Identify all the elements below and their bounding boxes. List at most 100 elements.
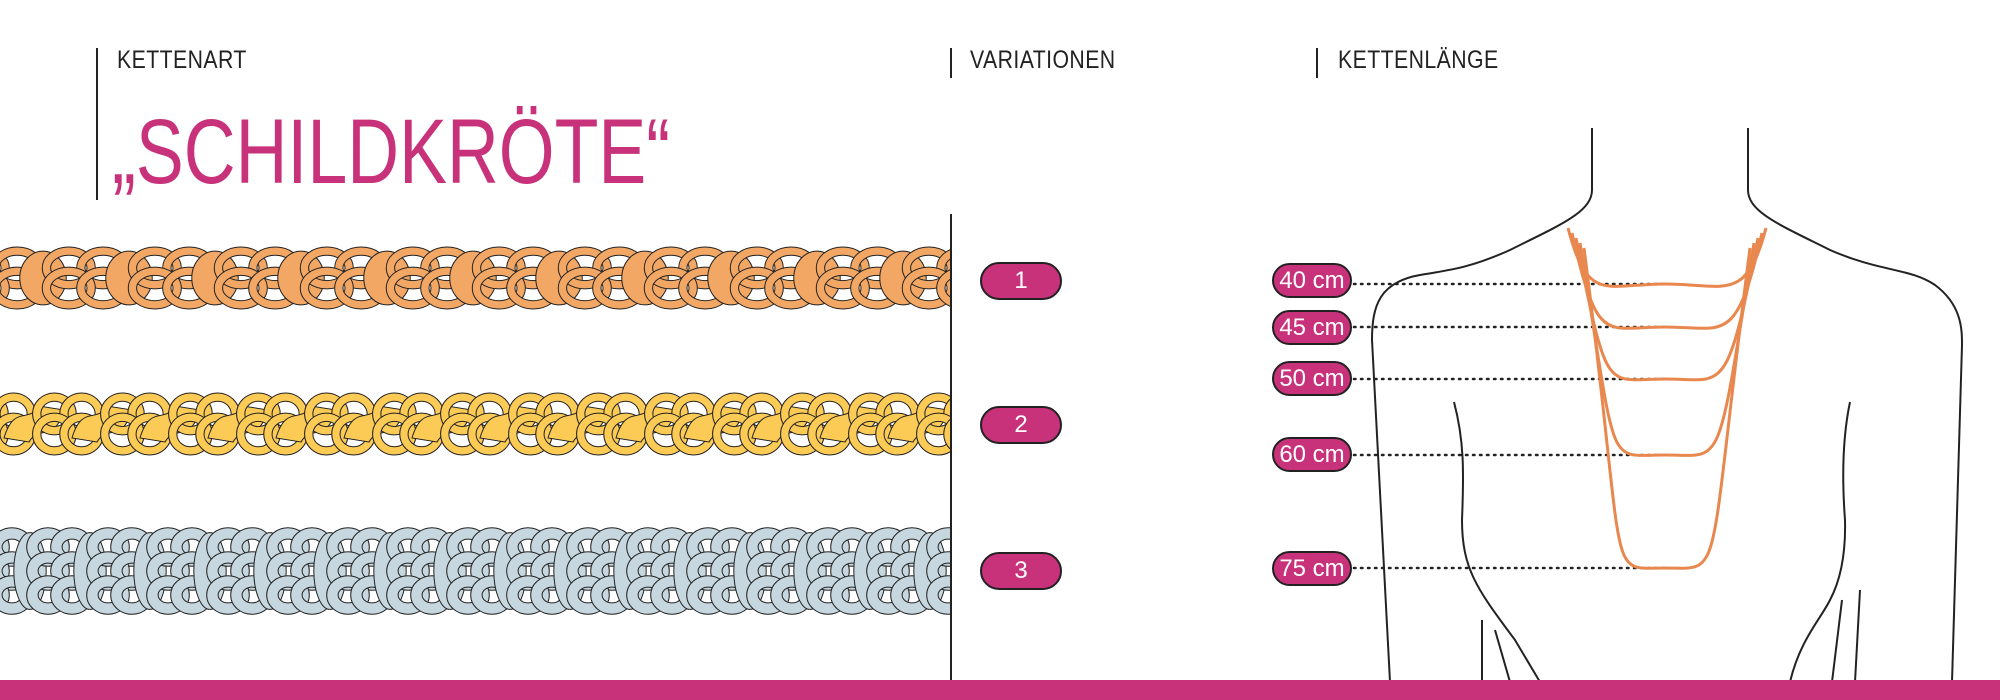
chain-link xyxy=(577,393,620,435)
chain-link xyxy=(627,576,669,614)
chain-link xyxy=(917,413,950,455)
chain-bead xyxy=(105,250,153,306)
chain-link xyxy=(128,247,181,289)
chain-bead xyxy=(879,250,927,306)
chain-link xyxy=(237,393,280,435)
chain-link xyxy=(0,579,9,611)
chain-link xyxy=(558,267,611,309)
chain-link xyxy=(713,413,756,455)
chain-link xyxy=(0,531,9,563)
chain-link xyxy=(472,267,525,309)
chain-link xyxy=(237,413,280,455)
chain-link xyxy=(305,413,348,455)
chain-link xyxy=(730,267,783,309)
body-outline-1 xyxy=(1747,128,1964,683)
chain-link xyxy=(327,576,369,614)
chain-link xyxy=(781,413,824,455)
chain-link xyxy=(169,413,212,455)
chain-link xyxy=(42,247,95,289)
chain-link xyxy=(849,393,892,435)
variation-badge-2[interactable]: 2 xyxy=(980,406,1062,444)
chain-link xyxy=(169,393,212,435)
variationen-divider xyxy=(950,48,952,78)
chain-link xyxy=(300,267,353,309)
chain-link xyxy=(387,576,429,614)
chain-link xyxy=(447,576,489,614)
chain-link xyxy=(917,393,950,435)
length-badge-40[interactable]: 40 cm xyxy=(1272,263,1352,298)
chain-link xyxy=(101,413,144,455)
body-outline-2 xyxy=(1453,401,1541,683)
body-outline-4 xyxy=(1494,629,1511,683)
body-outline-6 xyxy=(1854,589,1861,683)
chain-link xyxy=(214,247,267,289)
chain-bead xyxy=(621,250,669,306)
chain-link xyxy=(781,393,824,435)
body-outline-0 xyxy=(1370,128,1593,683)
chain-link xyxy=(687,576,729,614)
chain-link xyxy=(507,576,549,614)
chain-link xyxy=(816,247,869,289)
chain-variation-3 xyxy=(0,527,950,615)
body-outline-7 xyxy=(1831,599,1843,683)
chain-link xyxy=(0,398,8,430)
chain-link xyxy=(0,418,8,450)
necklace-length-2 xyxy=(1574,237,1760,382)
chain-bead xyxy=(449,250,497,306)
chain-link xyxy=(305,393,348,435)
bottom-accent-bar xyxy=(0,680,2000,700)
chain-link xyxy=(267,576,309,614)
chain-bead xyxy=(707,250,755,306)
variation-badge-3[interactable]: 3 xyxy=(980,552,1062,590)
chain-link xyxy=(0,252,9,284)
chain-link xyxy=(0,555,9,587)
chain-section-divider xyxy=(950,214,952,680)
chain-link xyxy=(944,399,950,428)
chain-type-title: „SCHILDKRÖTE“ xyxy=(112,101,671,203)
chain-link xyxy=(33,413,76,455)
chain-link xyxy=(27,576,69,614)
length-badge-45[interactable]: 45 cm xyxy=(1272,310,1352,345)
chain-link xyxy=(867,576,909,614)
chain-link xyxy=(816,267,869,309)
kettenlaenge-divider xyxy=(1316,48,1318,78)
chain-bead xyxy=(277,250,325,306)
chain-bead xyxy=(191,250,239,306)
chain-link xyxy=(902,267,950,309)
chain-link xyxy=(441,413,484,455)
chain-link xyxy=(944,420,950,449)
length-badge-50[interactable]: 50 cm xyxy=(1272,361,1352,396)
chain-link xyxy=(33,393,76,435)
chain-link xyxy=(937,270,950,306)
length-badge-75[interactable]: 75 cm xyxy=(1272,551,1352,586)
kettenart-divider xyxy=(96,48,98,200)
chain-link xyxy=(644,267,697,309)
chain-link xyxy=(386,267,439,309)
chain-link xyxy=(645,393,688,435)
chain-link xyxy=(577,413,620,455)
chain-link xyxy=(937,250,950,286)
chain-link xyxy=(644,247,697,289)
chain-link xyxy=(713,393,756,435)
kettenart-heading: KETTENART xyxy=(117,46,247,74)
chain-link xyxy=(373,393,416,435)
chain-variation-2 xyxy=(0,392,950,456)
chain-bead xyxy=(535,250,583,306)
chain-link xyxy=(386,247,439,289)
necklace-length-0 xyxy=(1566,227,1768,288)
length-badge-60[interactable]: 60 cm xyxy=(1272,437,1352,472)
body-outline-5 xyxy=(1789,401,1851,683)
chain-link xyxy=(472,247,525,289)
chain-link xyxy=(807,576,849,614)
variation-badge-1[interactable]: 1 xyxy=(980,262,1062,300)
chain-bead xyxy=(793,250,841,306)
chain-bead xyxy=(363,250,411,306)
variationen-heading: VARIATIONEN xyxy=(970,46,1116,74)
chain-link xyxy=(300,247,353,289)
chain-link xyxy=(147,576,189,614)
chain-link xyxy=(558,247,611,289)
chain-link xyxy=(101,393,144,435)
chain-link xyxy=(0,272,9,304)
necklace-length-1 xyxy=(1570,232,1764,330)
